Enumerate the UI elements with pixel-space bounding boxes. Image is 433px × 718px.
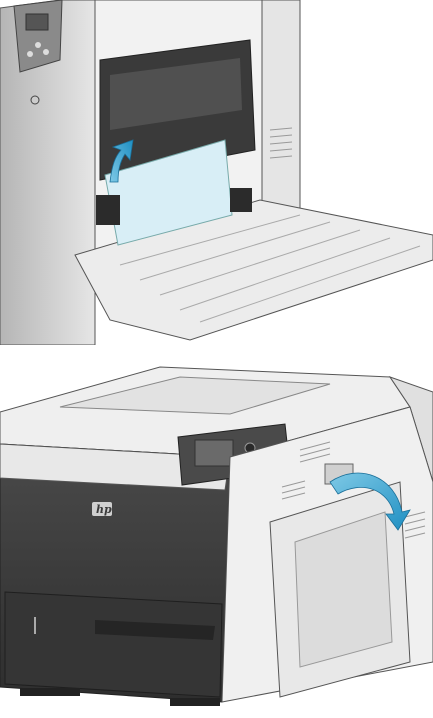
control-button (43, 49, 49, 55)
control-button (27, 51, 33, 57)
hp-logo: hp (96, 503, 112, 516)
jam-release-lever (230, 188, 252, 212)
printer-foot (20, 688, 80, 696)
control-button (35, 42, 41, 48)
control-panel (14, 0, 62, 72)
control-panel-screen (26, 14, 48, 30)
control-panel-screen (195, 440, 233, 466)
paper-tray (5, 592, 222, 697)
door-close-illustration: hp (0, 362, 433, 718)
door-close-drawing: hp (0, 362, 433, 718)
jam-release-lever (96, 195, 120, 225)
printer-foot (170, 698, 220, 706)
jam-removal-illustration (0, 0, 433, 345)
power-button (31, 96, 39, 104)
jam-removal-drawing (0, 0, 433, 345)
